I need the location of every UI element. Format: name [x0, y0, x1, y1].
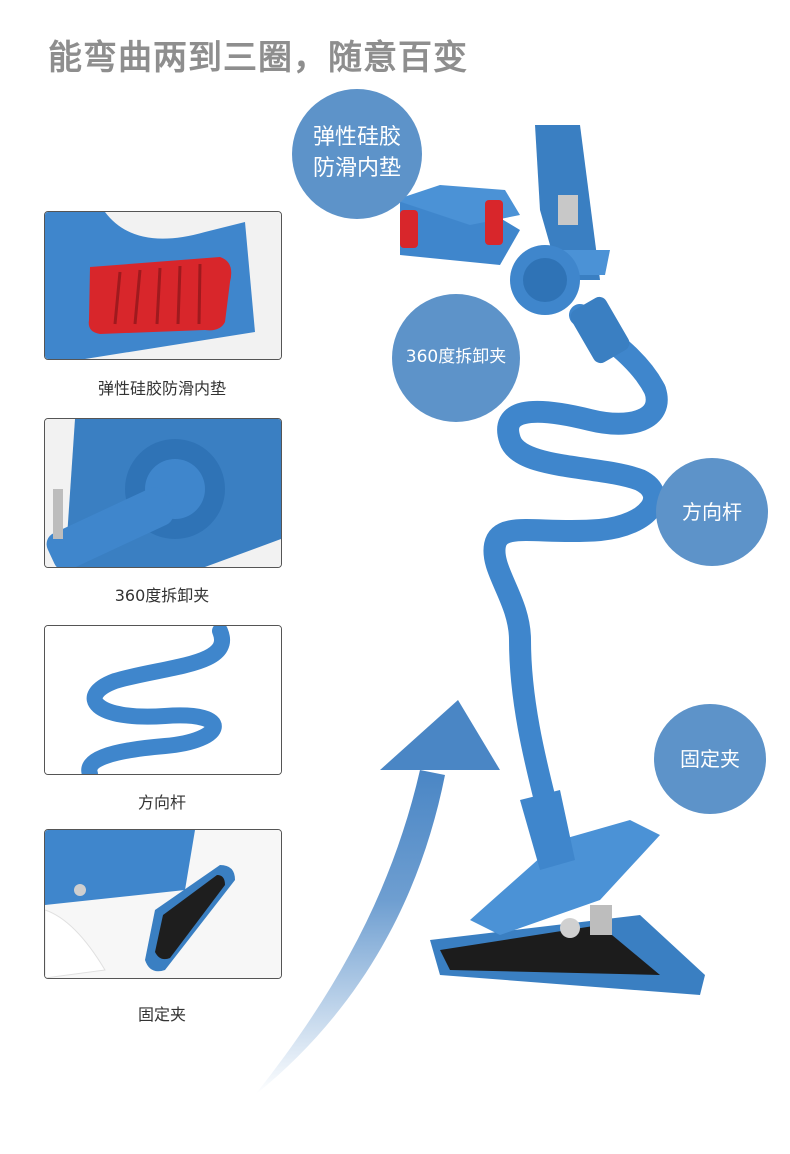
callout-clamp-label: 固定夹: [680, 747, 740, 771]
feature-image-rod: [44, 625, 282, 775]
callout-pad: 弹性硅胶 防滑内垫: [292, 89, 422, 219]
callout-pad-line1: 弹性硅胶: [312, 125, 401, 151]
feature-image-pad: [44, 211, 282, 360]
callout-clamp: 固定夹: [654, 704, 766, 814]
feature-caption-pad: 弹性硅胶防滑内垫: [97, 379, 226, 398]
up-arrow-icon: [255, 700, 500, 1095]
feature-caption-clip: 360度拆卸夹: [114, 586, 210, 605]
callout-clip: 360度拆卸夹: [392, 294, 520, 422]
page-headline: 能弯曲两到三圈，随意百变: [48, 38, 468, 78]
feature-caption-clamp: 固定夹: [137, 1005, 186, 1024]
gooseneck-rod: [483, 304, 668, 811]
feature-image-clip: [44, 418, 282, 568]
desk-clamp: [430, 790, 705, 995]
callout-rod: 方向杆: [656, 458, 768, 566]
callout-pad-line2: 防滑内垫: [312, 156, 401, 181]
feature-image-clamp: [44, 829, 282, 979]
callout-clip-label: 360度拆卸夹: [405, 347, 507, 368]
feature-caption-rod: 方向杆: [137, 793, 186, 812]
phone-holder: [395, 125, 610, 315]
callout-rod-label: 方向杆: [682, 500, 742, 524]
